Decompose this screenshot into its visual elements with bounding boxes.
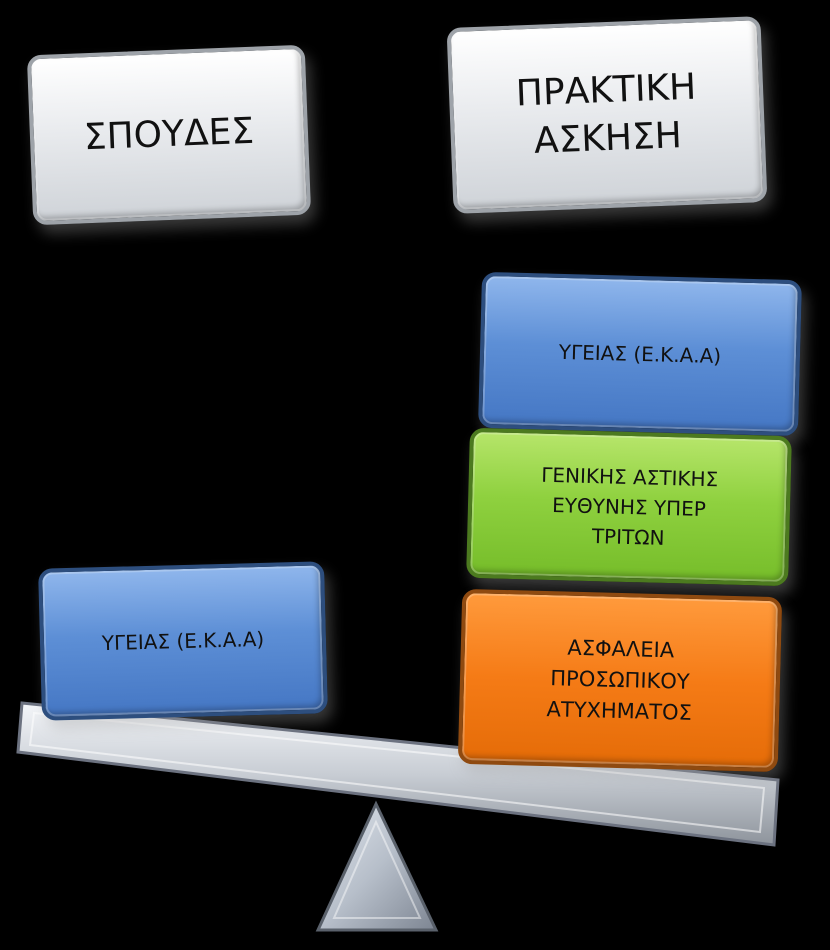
fulcrum-triangle (315, 800, 439, 932)
fulcrum-highlight (332, 819, 422, 919)
practice-civil-liability-box: ΓΕΝΙΚΗΣ ΑΣΤΙΚΗΣ ΕΥΘΥΝΗΣ ΥΠΕΡ ΤΡΙΤΩΝ (466, 427, 792, 587)
practice-personal-accident-box: ΑΣΦΑΛΕΙΑ ΠΡΟΣΩΠΙΚΟΥ ΑΤΥΧΗΜΑΤΟΣ (457, 588, 783, 773)
studies-health-insurance-box: ΥΓΕΙΑΣ (Ε.Κ.Α.Α) (38, 561, 328, 721)
practice-civil-liability-label: ΓΕΝΙΚΗΣ ΑΣΤΙΚΗΣ ΕΥΘΥΝΗΣ ΥΠΕΡ ΤΡΙΤΩΝ (540, 462, 719, 550)
studies-header-box: ΣΠΟΥΔΕΣ (26, 44, 312, 226)
practice-header-label: ΠΡΑΚΤΙΚΗ ΑΣΚΗΣΗ (515, 66, 697, 162)
studies-header-label: ΣΠΟΥΔΕΣ (83, 110, 255, 159)
practice-header-box: ΠΡΑΚΤΙΚΗ ΑΣΚΗΣΗ (446, 16, 768, 214)
studies-health-insurance-label: ΥΓΕΙΑΣ (Ε.Κ.Α.Α) (101, 626, 265, 656)
practice-personal-accident-label: ΑΣΦΑΛΕΙΑ ΠΡΟΣΩΠΙΚΟΥ ΑΤΥΧΗΜΑΤΟΣ (546, 635, 693, 725)
practice-health-insurance-label: ΥΓΕΙΑΣ (Ε.Κ.Α.Α) (558, 339, 722, 369)
practice-health-insurance-box: ΥΓΕΙΑΣ (Ε.Κ.Α.Α) (478, 271, 802, 437)
